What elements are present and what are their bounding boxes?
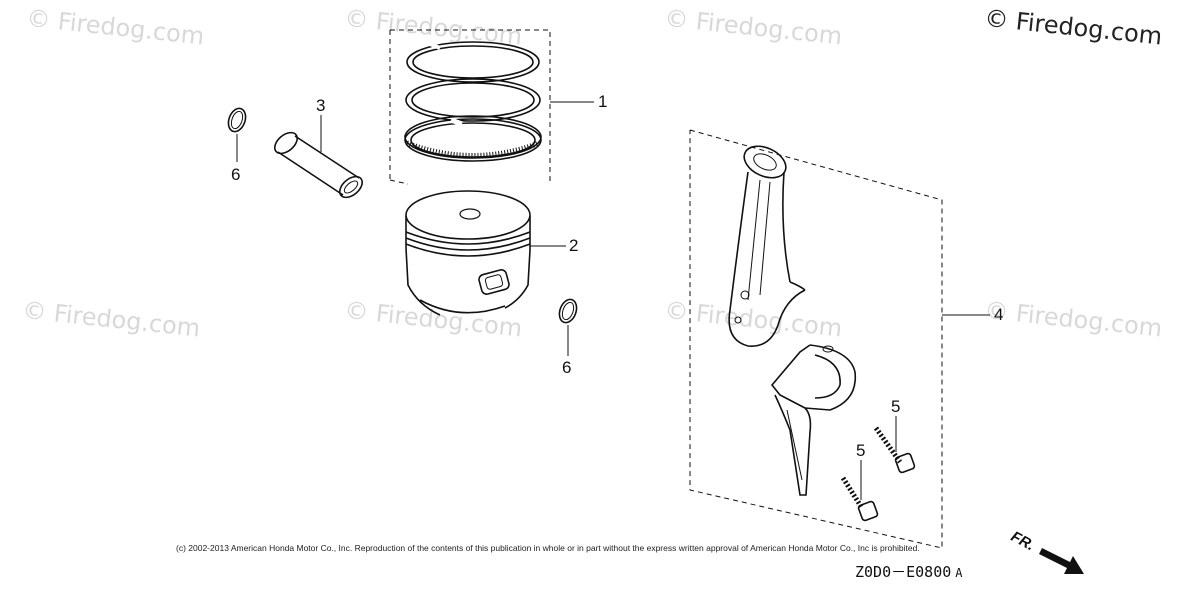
callout-3-piston-pin: 3 [316, 96, 326, 115]
connecting-rod-assembly [689, 129, 943, 549]
diagram-code-main: Z0D0－E0800 [855, 563, 952, 581]
rod-bolt-a [873, 426, 916, 474]
callout-1-piston-ring-set: 1 [598, 92, 608, 111]
piston [405, 190, 531, 316]
callout-6-pin-clip: 6 [562, 358, 572, 377]
pin-clip-left [227, 107, 247, 133]
diagram-code-suffix: A [955, 566, 963, 580]
piston-ring-set [389, 29, 551, 185]
front-direction-arrow-icon [1039, 548, 1084, 574]
callout-6-pin-clip: 6 [231, 165, 241, 184]
leader-lines [236, 101, 990, 500]
callout-2-piston: 2 [569, 236, 579, 255]
rod-bolt-b [840, 476, 879, 522]
pin-clip-right [558, 298, 578, 324]
callout-5-rod-bolt: 5 [856, 441, 866, 460]
callout-5-rod-bolt: 5 [891, 397, 901, 416]
piston-pin [273, 131, 364, 199]
callout-4-connecting-rod: 4 [994, 305, 1004, 324]
copyright-notice: (c) 2002-2013 American Honda Motor Co., … [176, 543, 920, 553]
